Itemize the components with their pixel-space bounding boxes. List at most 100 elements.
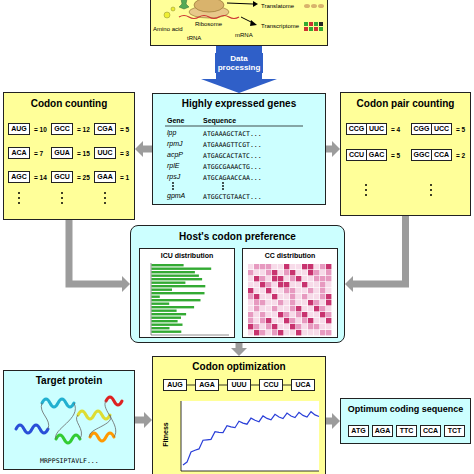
box-text: ATGAGCACTATC... <box>203 152 262 160</box>
drawing-part <box>248 288 253 293</box>
drawing-part <box>16 397 122 443</box>
drawing-part <box>296 318 301 323</box>
drawing-part <box>219 385 227 386</box>
drawing-part <box>296 312 301 317</box>
codon-label: AUG <box>9 124 29 134</box>
drawing-part <box>142 146 152 153</box>
connector-arrow <box>326 413 340 429</box>
drawing-part <box>326 300 331 305</box>
drawing-part <box>266 318 271 323</box>
drawing-part <box>165 126 303 127</box>
drawing-part <box>236 343 243 349</box>
drawing-part <box>296 282 301 287</box>
codon-box: UUC= 4 <box>366 123 387 135</box>
box-text: rpmJ <box>167 140 183 147</box>
drawing-part <box>272 264 277 269</box>
codon-box: CCG <box>346 123 367 135</box>
box-text: acpP <box>167 151 183 158</box>
codon-label: UCA <box>292 380 314 390</box>
box-text: = 12 <box>77 126 90 133</box>
drawing-part <box>260 294 265 299</box>
drawing-part <box>272 330 277 335</box>
codon-box: CCU <box>346 149 367 161</box>
drawing-part <box>308 318 313 323</box>
drawing-part <box>290 294 295 299</box>
drawing-part <box>183 412 319 465</box>
drawing-part <box>152 317 182 319</box>
input-box: Target proteinMRPPSIPTAVLF... <box>3 370 135 470</box>
codon-label: CCA <box>421 426 440 436</box>
drawing-part <box>266 276 271 281</box>
codon-box: ACA= 7 <box>8 147 30 159</box>
drawing-part <box>201 79 277 93</box>
drawing-part <box>42 399 74 407</box>
drawing-part <box>326 270 331 275</box>
drawing-part <box>314 312 319 317</box>
drawing-part <box>296 288 301 293</box>
drawing-part <box>152 299 201 301</box>
drawing-part <box>284 276 289 281</box>
drawing-part <box>69 220 123 284</box>
drawing-part <box>308 282 313 287</box>
drawing-part <box>90 415 111 437</box>
drawing-part <box>260 306 265 311</box>
drawing-part <box>248 306 253 311</box>
box-text: = 25 <box>77 174 90 181</box>
drawing-part <box>254 306 259 311</box>
drawing-part <box>302 300 307 305</box>
drawing-part <box>272 300 277 305</box>
drawing-part <box>266 312 271 317</box>
codon-label: CGG <box>412 124 431 134</box>
drawing-part <box>284 282 289 287</box>
box-heading: Optimum coding sequence <box>341 404 470 414</box>
drawing-part <box>76 415 81 439</box>
drawing-part <box>78 411 110 419</box>
drawing-part <box>248 276 253 281</box>
drawing-part <box>309 22 313 26</box>
drawing-part <box>278 294 283 299</box>
codon-box: TTC <box>396 425 417 437</box>
drawing-part <box>290 318 295 323</box>
drawing-part <box>254 312 259 317</box>
drawing-part <box>284 300 289 305</box>
drawing-part <box>365 189 367 191</box>
box-heading: Highly expressed genes <box>153 98 325 109</box>
drawing-part <box>18 192 106 204</box>
drawing-part <box>290 300 295 305</box>
drawing-part <box>222 185 224 187</box>
drawing-part <box>152 296 160 298</box>
drawing-part <box>314 27 318 31</box>
box-heading: Codon optimization <box>153 361 325 372</box>
drawing-part <box>314 306 319 311</box>
drawing-part <box>248 324 253 329</box>
drawing-part <box>172 182 174 184</box>
codon-label: GUA <box>52 148 72 158</box>
drawing-part <box>314 294 319 299</box>
drawing-part <box>248 282 253 287</box>
drawing-part <box>152 306 195 308</box>
drawing-part <box>16 425 48 433</box>
box-text: Fitness <box>162 415 169 455</box>
drawing-part <box>152 278 203 280</box>
box-text: = 5 <box>391 152 400 159</box>
codon-box: UUU <box>227 379 251 391</box>
drawing-part <box>320 288 325 293</box>
drawing-part <box>365 194 367 196</box>
drawing-part <box>152 264 212 333</box>
drawing-part <box>248 264 253 269</box>
drawing-part <box>304 27 308 31</box>
drawing-part <box>278 318 283 323</box>
drawing-part <box>266 282 271 287</box>
drawing-part <box>326 146 333 153</box>
drawing-part <box>308 324 313 329</box>
drawing-part <box>216 46 262 79</box>
codon-label: GGC <box>412 150 431 160</box>
drawing-part <box>290 276 295 281</box>
drawing-part <box>135 417 145 424</box>
connector-arrow <box>69 220 130 292</box>
drawing-part <box>365 184 432 196</box>
drawing-part <box>278 270 283 275</box>
drawing-part <box>284 312 289 317</box>
codon-label: GCU <box>52 172 72 182</box>
